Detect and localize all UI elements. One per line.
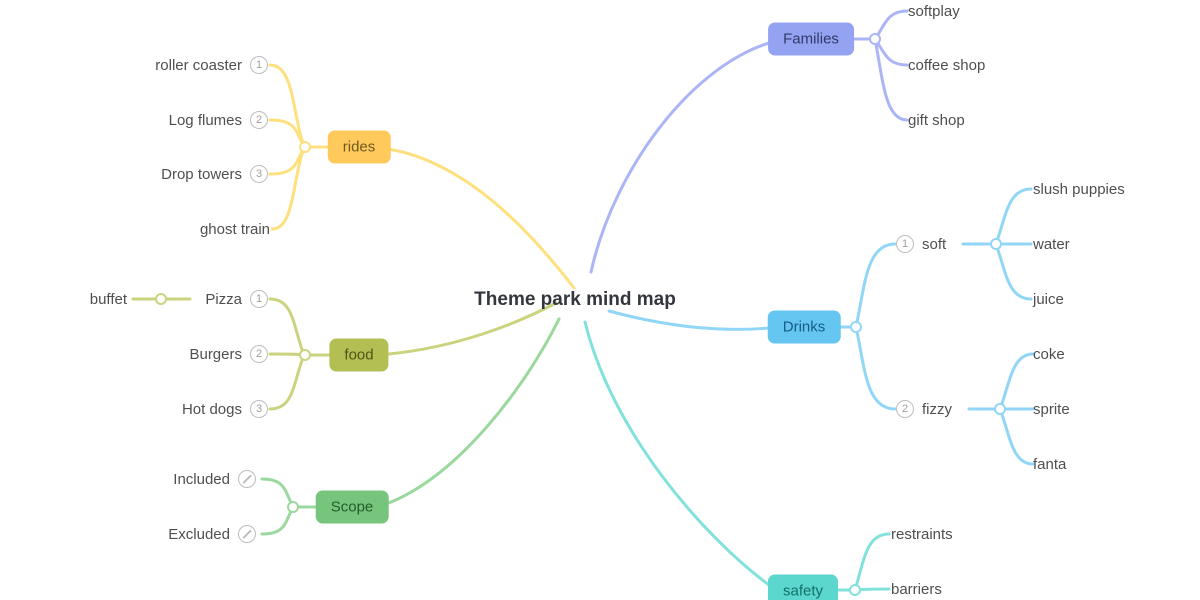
priority-3-icon: 3 xyxy=(250,165,268,183)
connector-safety[interactable] xyxy=(849,584,861,596)
burgers-text: Burgers xyxy=(189,345,242,363)
priority-2-icon: 2 xyxy=(250,345,268,363)
label-soft[interactable]: 1 soft xyxy=(896,233,946,255)
label-coke[interactable]: coke xyxy=(1033,343,1065,365)
connector-drinks[interactable] xyxy=(850,321,862,333)
sprite-text: sprite xyxy=(1033,400,1070,418)
rides-edges xyxy=(268,63,576,290)
node-families[interactable]: Families xyxy=(768,22,854,56)
label-included[interactable]: Included xyxy=(173,468,256,490)
label-drop-towers[interactable]: Drop towers 3 xyxy=(161,163,268,185)
edge-soft xyxy=(854,242,897,329)
edge-fizzy xyxy=(854,325,897,411)
no-entry-icon xyxy=(238,525,256,543)
excluded-text: Excluded xyxy=(168,525,230,543)
edge-rides-trunk xyxy=(386,147,576,290)
node-drinks[interactable]: Drinks xyxy=(767,310,841,344)
node-scope[interactable]: Scope xyxy=(315,490,389,524)
label-slush-puppies[interactable]: slush puppies xyxy=(1033,178,1125,200)
connector-soft[interactable] xyxy=(990,238,1002,250)
slush-puppies-text: slush puppies xyxy=(1033,180,1125,198)
edge-safety-trunk xyxy=(583,320,775,590)
softplay-text: softplay xyxy=(908,2,960,20)
priority-2-icon: 2 xyxy=(896,400,914,418)
roller-coaster-text: roller coaster xyxy=(155,56,242,74)
priority-1-icon: 1 xyxy=(250,290,268,308)
edge-drinks-trunk xyxy=(607,309,771,331)
edge-coke xyxy=(998,352,1035,411)
label-burgers[interactable]: Burgers 2 xyxy=(189,343,268,365)
connector-pizza[interactable] xyxy=(155,293,167,305)
label-water[interactable]: water xyxy=(1033,233,1070,255)
edge-restraints xyxy=(853,532,891,592)
edge-families-trunk xyxy=(589,39,778,274)
hot-dogs-text: Hot dogs xyxy=(181,400,242,418)
node-rides[interactable]: rides xyxy=(327,130,391,164)
buffet-text: buffet xyxy=(89,290,127,308)
node-safety[interactable]: safety xyxy=(767,574,839,600)
label-fanta[interactable]: fanta xyxy=(1033,453,1066,475)
priority-1-icon: 1 xyxy=(896,235,914,253)
connector-rides[interactable] xyxy=(299,141,311,153)
coke-text: coke xyxy=(1033,345,1065,363)
connector-scope[interactable] xyxy=(287,501,299,513)
label-fizzy[interactable]: 2 fizzy xyxy=(896,398,952,420)
label-gift-shop[interactable]: gift shop xyxy=(908,109,965,131)
gift-shop-text: gift shop xyxy=(908,111,965,129)
priority-3-icon: 3 xyxy=(250,400,268,418)
coffee-shop-text: coffee shop xyxy=(908,56,986,74)
connector-food[interactable] xyxy=(299,349,311,361)
label-ghost-train[interactable]: ghost train xyxy=(200,218,270,240)
priority-1-icon: 1 xyxy=(250,56,268,74)
edge-scope-trunk xyxy=(384,317,561,506)
soft-text: soft xyxy=(922,235,947,253)
central-topic[interactable]: Theme park mind map xyxy=(474,289,676,310)
label-excluded[interactable]: Excluded xyxy=(168,523,256,545)
log-flumes-text: Log flumes xyxy=(168,111,242,129)
label-barriers[interactable]: barriers xyxy=(891,578,942,600)
families-edges xyxy=(589,9,909,274)
edge-food-trunk xyxy=(387,301,558,356)
label-juice[interactable]: juice xyxy=(1033,288,1064,310)
pizza-text: Pizza xyxy=(205,290,242,308)
edge-fanta xyxy=(998,407,1035,466)
juice-text: juice xyxy=(1033,290,1064,308)
no-entry-icon xyxy=(238,470,256,488)
label-sprite[interactable]: sprite xyxy=(1033,398,1070,420)
fizzy-text: fizzy xyxy=(922,400,952,418)
connector-families[interactable] xyxy=(869,33,881,45)
edge-hot-dogs xyxy=(268,353,306,411)
label-hot-dogs[interactable]: Hot dogs 3 xyxy=(182,398,268,420)
edge-roller-coaster xyxy=(268,63,306,149)
water-text: water xyxy=(1033,235,1070,253)
barriers-text: barriers xyxy=(891,580,942,598)
priority-2-icon: 2 xyxy=(250,111,268,129)
edge-pizza xyxy=(268,297,306,357)
safety-edges xyxy=(583,320,891,592)
edge-ghost-train xyxy=(270,145,306,231)
label-pizza[interactable]: Pizza 1 xyxy=(205,288,268,310)
included-text: Included xyxy=(173,470,230,488)
connector-fizzy[interactable] xyxy=(994,403,1006,415)
label-restraints[interactable]: restraints xyxy=(891,523,953,545)
node-food[interactable]: food xyxy=(329,338,389,372)
label-buffet[interactable]: buffet xyxy=(90,288,127,310)
ghost-train-text: ghost train xyxy=(199,220,270,238)
label-softplay[interactable]: softplay xyxy=(908,0,960,22)
label-roller-coaster[interactable]: roller coaster 1 xyxy=(155,54,268,76)
fanta-text: fanta xyxy=(1033,455,1067,473)
edge-gift-shop xyxy=(873,37,909,122)
edge-juice xyxy=(994,242,1033,301)
label-log-flumes[interactable]: Log flumes 2 xyxy=(169,109,268,131)
label-coffee-shop[interactable]: coffee shop xyxy=(908,54,985,76)
edge-slush-puppies xyxy=(994,187,1033,246)
drop-towers-text: Drop towers xyxy=(161,165,242,183)
restraints-text: restraints xyxy=(891,525,953,543)
